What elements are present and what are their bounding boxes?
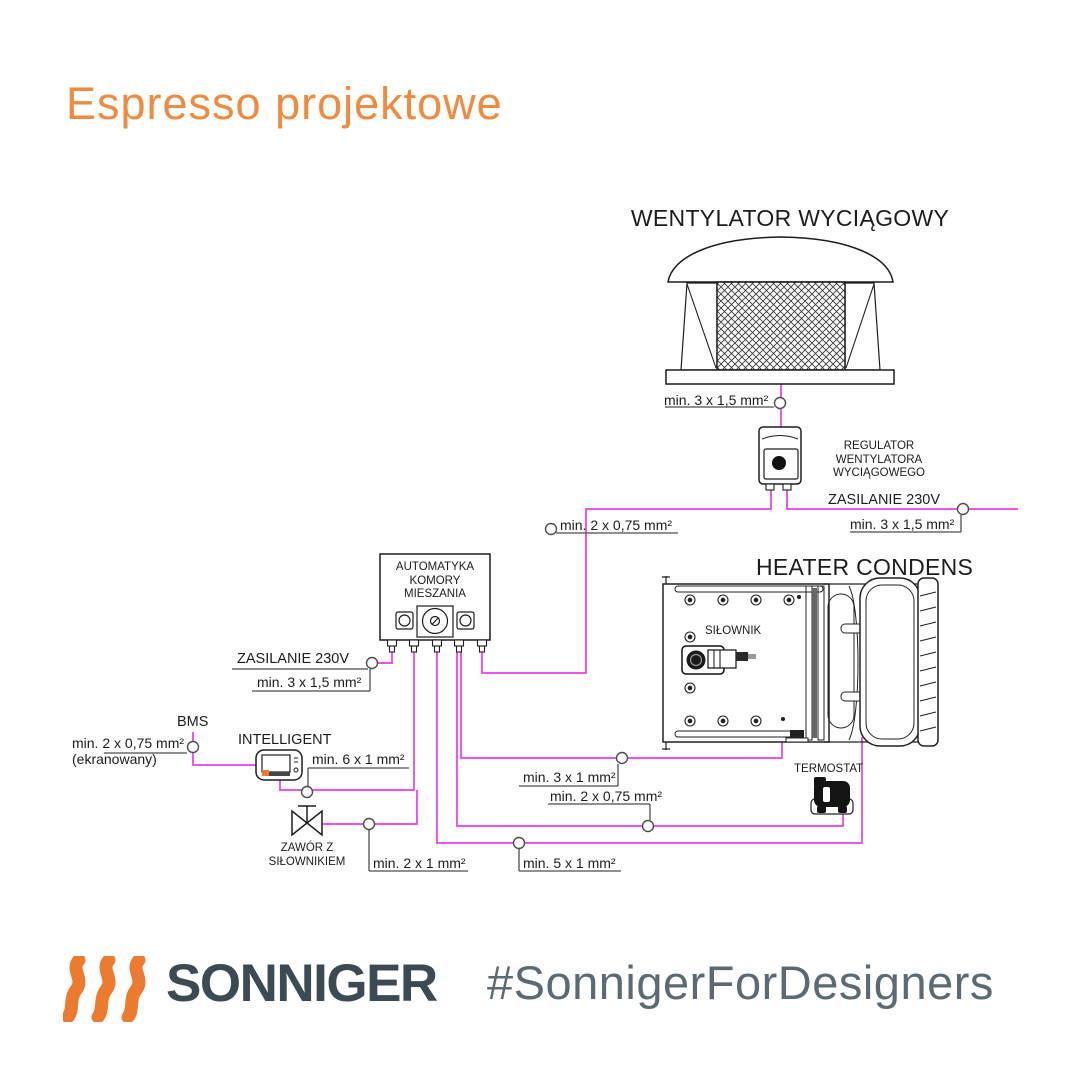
regulator-drawing xyxy=(758,426,802,491)
cable-2x075-top-label: min. 2 x 0,75 mm² xyxy=(560,517,673,533)
power-right-cable-label: min. 3 x 1,5 mm² xyxy=(850,516,955,532)
termostat-label: TERMOSTAT xyxy=(794,763,864,775)
brand-wordmark: SONNIGER xyxy=(166,954,438,1013)
heater-title: HEATER CONDENS xyxy=(756,554,974,580)
wire-automation-to-heater xyxy=(436,652,863,844)
valve-label: ZAWÓR Z SIŁOWNIKIEM xyxy=(268,842,346,868)
cable-2x075-bottom-label: min. 2 x 0,75 mm² xyxy=(550,788,663,804)
exhaust-fan-drawing xyxy=(665,236,895,385)
automation-label: AUTOMATYKA KOMORY MIESZANIA xyxy=(395,561,475,601)
silownik-label: SIŁOWNIK xyxy=(705,625,762,637)
cable-2x1-label: min. 2 x 1 mm² xyxy=(373,855,466,871)
leader-lines xyxy=(104,406,962,872)
bms-shielded-note: (ekranowany) xyxy=(72,751,157,767)
silownik-drawing xyxy=(678,643,756,677)
bms-cable-label: min. 2 x 0,75 mm² xyxy=(72,735,185,751)
intelligent-controller-drawing xyxy=(255,749,303,781)
power-right-label: ZASILANIE 230V xyxy=(828,492,941,508)
connector-nodes xyxy=(186,396,970,850)
intelligent-label: INTELLIGENT xyxy=(238,732,332,748)
wire-valve-branch xyxy=(322,790,418,825)
wire-automation-power-230v xyxy=(372,652,393,664)
wire-regulator-power-230v xyxy=(786,484,1018,510)
cable-3x1-label: min. 3 x 1 mm² xyxy=(523,769,616,785)
power-left-cable-label: min. 3 x 1,5 mm² xyxy=(257,674,362,690)
power-left-label: ZASILANIE 230V xyxy=(237,651,350,667)
termostat-drawing xyxy=(810,777,854,815)
wire-automation-to-intelligent xyxy=(279,652,415,791)
fan-title: WENTYLATOR WYCIĄGOWY xyxy=(630,205,950,231)
page-title: Espresso projektowe xyxy=(66,78,503,129)
terminal-stubs xyxy=(386,639,488,653)
campaign-hashtag: #SonnigerForDesigners xyxy=(487,956,994,1009)
regulator-label: REGULATOR WENTYLATORA WYCIĄGOWEGO xyxy=(833,440,925,480)
bolts xyxy=(684,594,802,727)
wire-regulator-to-automation xyxy=(481,484,772,674)
sonniger-flame-icon xyxy=(63,956,146,1022)
valve-drawing xyxy=(291,805,323,837)
cable-6x1-label: min. 6 x 1 mm² xyxy=(312,751,405,767)
automation-box-drawing xyxy=(379,553,491,653)
bms-label: BMS xyxy=(177,714,209,730)
fan-cable-label: min. 3 x 1,5 mm² xyxy=(664,392,769,408)
cable-5x1-label: min. 5 x 1 mm² xyxy=(523,855,616,871)
